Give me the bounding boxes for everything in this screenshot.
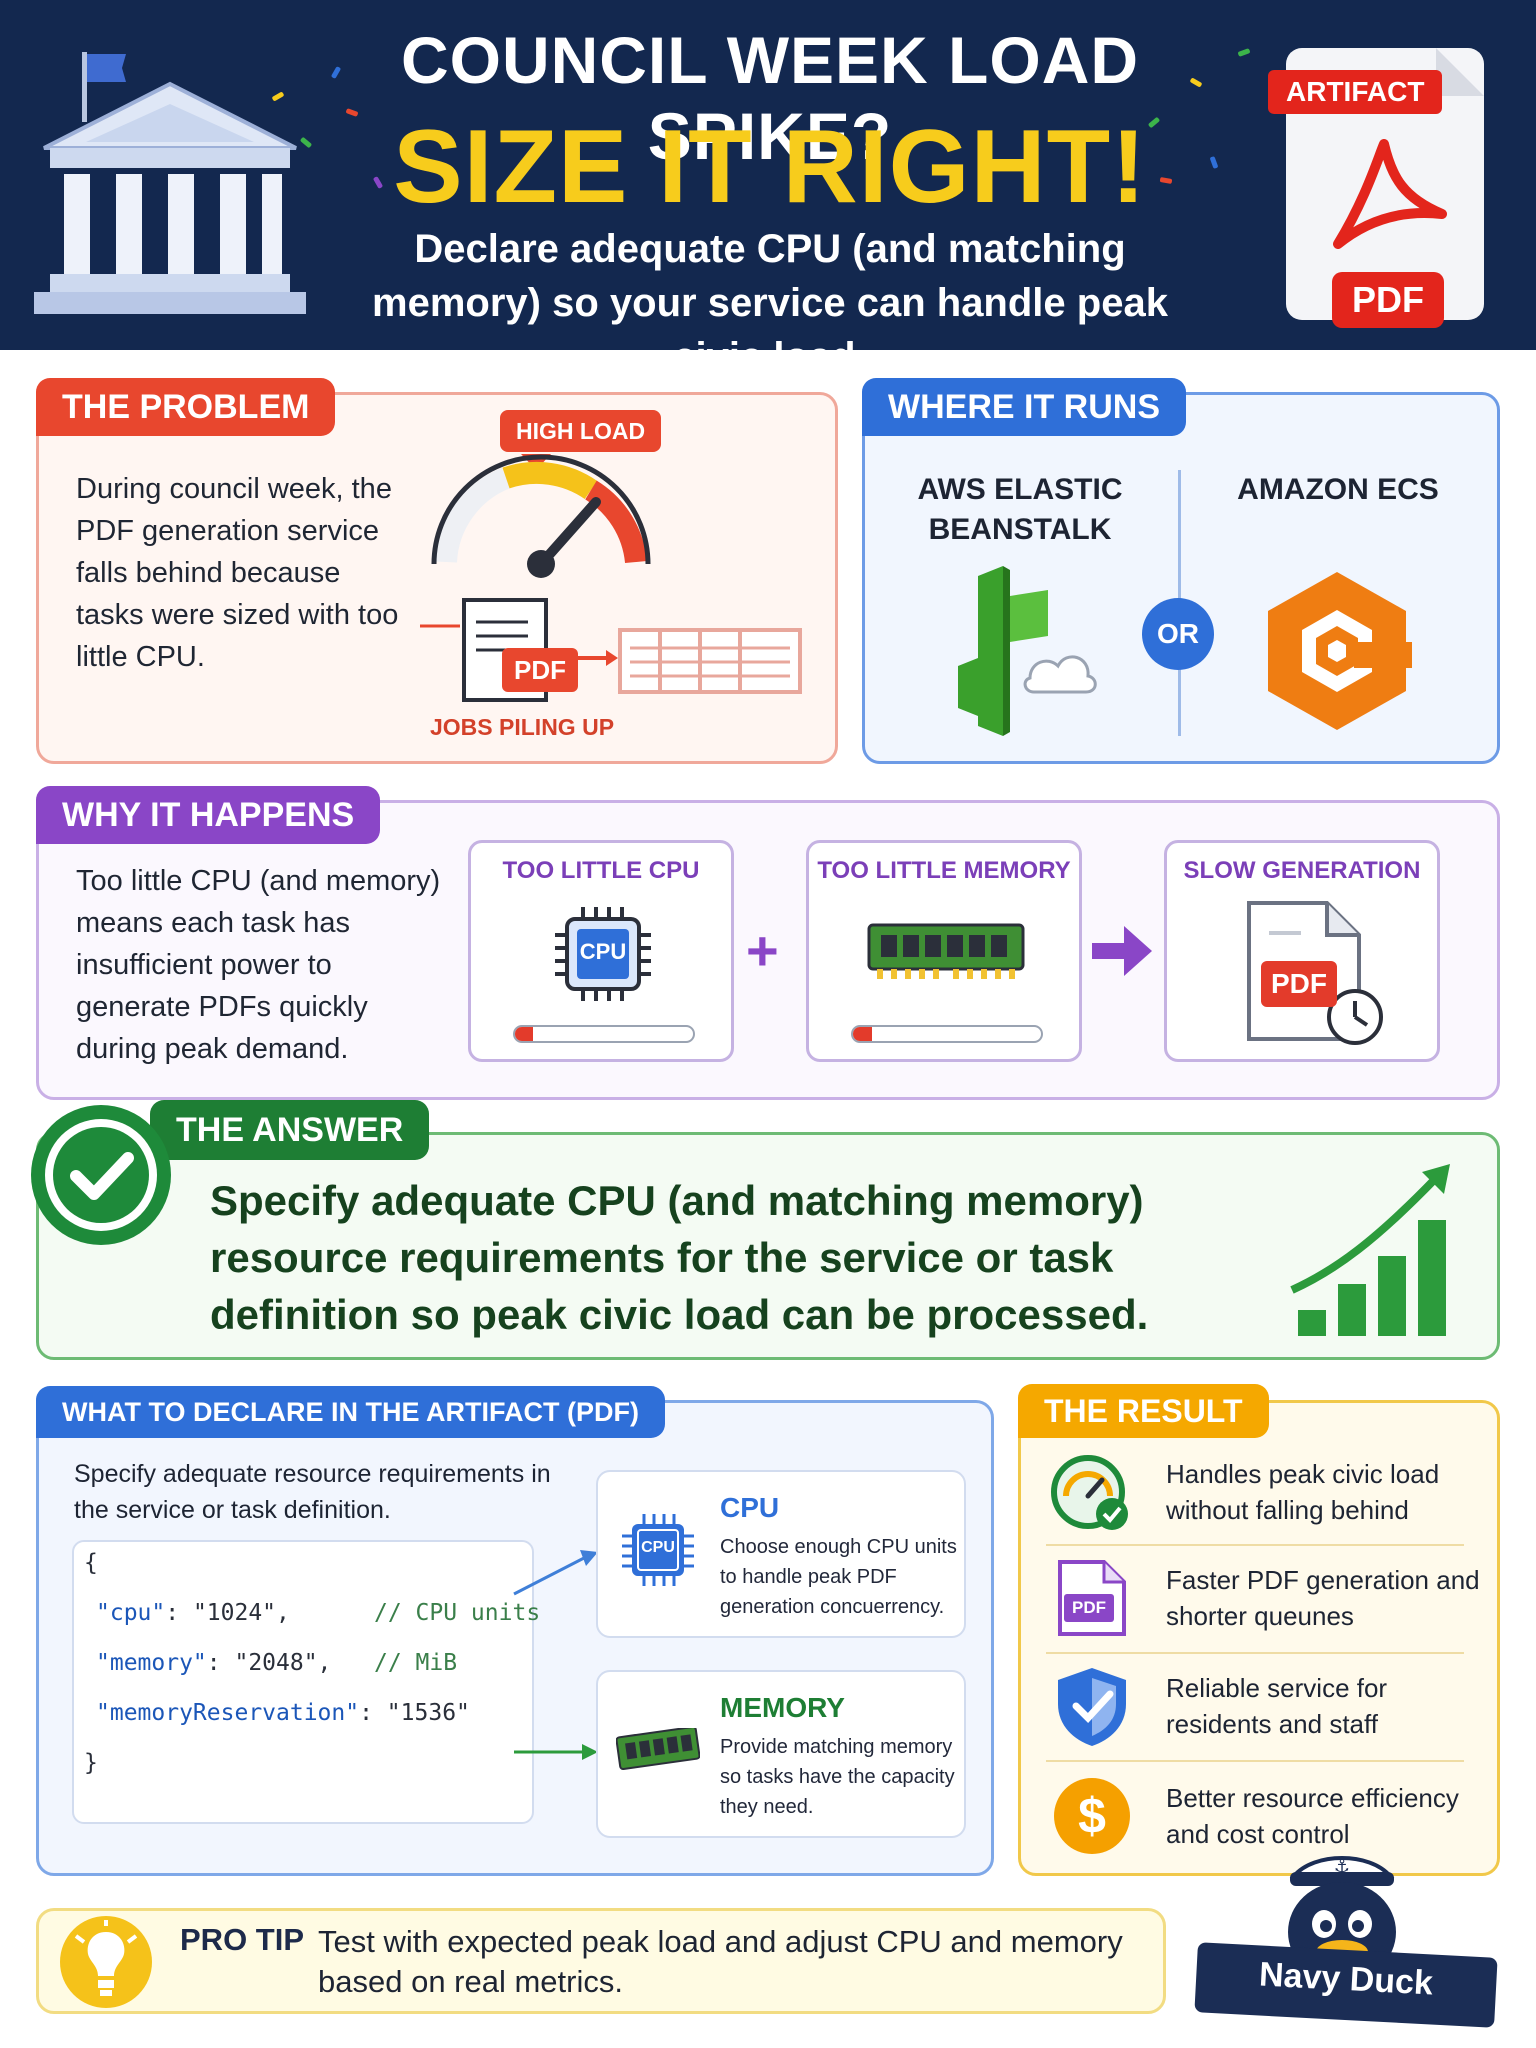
cpu-declare-title: CPU — [720, 1492, 780, 1523]
slow-generation-title: SLOW GENERATION — [1183, 857, 1421, 884]
slow-generation-card: SLOW GENERATION PDF — [1164, 840, 1440, 1062]
connector-arrows — [513, 1550, 598, 1760]
headline-top: COUNCIL WEEK LOAD SPIKE? — [400, 23, 1140, 173]
high-load-badge: HIGH LOAD — [500, 410, 662, 452]
svg-text:⚓: ⚓ — [1334, 1856, 1350, 1877]
pdf-label: PDF — [502, 648, 578, 692]
cpu-chip-icon: CPU — [553, 905, 653, 1003]
header-banner: COUNCIL WEEK LOAD SPIKE? SIZE IT RIGHT! … — [0, 0, 1536, 350]
problem-tab: THE PROBLEM — [36, 378, 336, 436]
memory-level-bar — [851, 1025, 1043, 1043]
result-item-text: Faster PDF generation and shorter queune… — [1166, 1565, 1480, 1631]
dollar-icon: $ — [1054, 1778, 1130, 1854]
memory-stick-icon — [867, 923, 1025, 979]
slow-pdf-badge: PDF — [1261, 961, 1337, 1007]
cpu-chip-icon: CPU — [620, 1512, 696, 1588]
code-comment-memory: // MiB — [374, 1650, 458, 1676]
cpu-level-fill — [515, 1027, 533, 1041]
artifact-badge: ARTIFACT — [1268, 70, 1443, 114]
pro-tip-panel — [36, 1908, 1166, 2014]
code-line-memory: "memory": "2048", — [96, 1650, 332, 1676]
why-tab: WHY IT HAPPENS — [36, 786, 381, 844]
code-open-brace: { — [84, 1550, 98, 1576]
result-tab: THE RESULT — [1018, 1384, 1269, 1438]
result-item-text: Better resource efficiency and cost cont… — [1166, 1783, 1459, 1849]
pro-tip-label: PRO TIP — [180, 1922, 305, 1957]
why-text: Too little CPU (and memory) means each t… — [76, 865, 441, 1065]
memory-declare-card: MEMORY Provide matching memory so tasks … — [596, 1670, 966, 1838]
jobs-piling-label: JOBS PILING UP — [430, 714, 615, 740]
or-badge: OR — [1142, 598, 1214, 670]
memory-card-title: TOO LITTLE MEMORY — [817, 857, 1071, 884]
memory-level-fill — [853, 1027, 872, 1041]
city-hall-icon — [34, 52, 306, 314]
memory-card: TOO LITTLE MEMORY — [806, 840, 1082, 1062]
code-close-brace: } — [84, 1750, 98, 1776]
elastic-beanstalk-icon — [958, 566, 1097, 736]
divider — [1046, 1652, 1464, 1654]
memory-declare-desc: Provide matching memory so tasks have th… — [720, 1736, 955, 1818]
cpu-declare-card: CPU CPU Choose enough CPU units to handl… — [596, 1470, 966, 1638]
growth-chart-icon — [1290, 1164, 1450, 1336]
memory-declare-title: MEMORY — [720, 1692, 845, 1723]
amazon-ecs-icon — [1268, 572, 1412, 730]
gauge-check-icon — [1051, 1455, 1128, 1530]
headline-main: SIZE IT RIGHT! — [393, 109, 1147, 225]
answer-panel — [36, 1132, 1500, 1360]
problem-panel — [36, 392, 838, 764]
divider — [1046, 1544, 1464, 1546]
arrow-right-icon — [1092, 926, 1152, 976]
where-tab: WHERE IT RUNS — [862, 378, 1186, 436]
pro-tip-text: Test with expected peak load and adjust … — [318, 1924, 1123, 1999]
cpu-card: TOO LITTLE CPU CPU — [468, 840, 734, 1062]
shield-icon — [1058, 1668, 1126, 1746]
ecs-label: AMAZON ECS — [1237, 473, 1439, 506]
divider — [1046, 1760, 1464, 1762]
pdf-jobs-icon — [420, 598, 802, 702]
problem-text: During council week, the PDF generation … — [76, 473, 399, 673]
checkmark-icon — [31, 1105, 171, 1245]
answer-text: Specify adequate CPU (and matching memor… — [210, 1177, 1149, 1338]
result-item-text: Handles peak civic load without falling … — [1166, 1459, 1440, 1525]
load-gauge-icon — [431, 454, 651, 578]
pdf-file-icon: PDF — [1056, 1558, 1128, 1638]
result-item-text: Reliable service for residents and staff — [1166, 1673, 1388, 1739]
lightbulb-icon — [60, 1916, 152, 2008]
code-line-memory-reservation: "memoryReservation": "1536" — [96, 1700, 470, 1726]
beanstalk-label: AWS ELASTIC BEANSTALK — [917, 473, 1123, 546]
plus-icon: + — [746, 919, 779, 982]
declare-intro: Specify adequate resource requirements i… — [74, 1460, 551, 1524]
cpu-declare-desc: Choose enough CPU units to handle peak P… — [720, 1536, 957, 1618]
memory-stick-icon — [616, 1728, 700, 1771]
cpu-card-title: TOO LITTLE CPU — [502, 857, 700, 884]
headline-subtitle: Declare adequate CPU (and matching memor… — [372, 227, 1168, 350]
declare-tab: WHAT TO DECLARE IN THE ARTIFACT (PDF) — [36, 1386, 665, 1438]
cpu-level-bar — [513, 1025, 695, 1043]
pdf-badge: PDF — [1332, 272, 1444, 328]
code-comment-cpu: // CPU units — [374, 1600, 541, 1626]
answer-tab: THE ANSWER — [150, 1100, 430, 1160]
code-block — [72, 1540, 534, 1824]
code-line-cpu: "cpu": "1024", — [96, 1600, 290, 1626]
